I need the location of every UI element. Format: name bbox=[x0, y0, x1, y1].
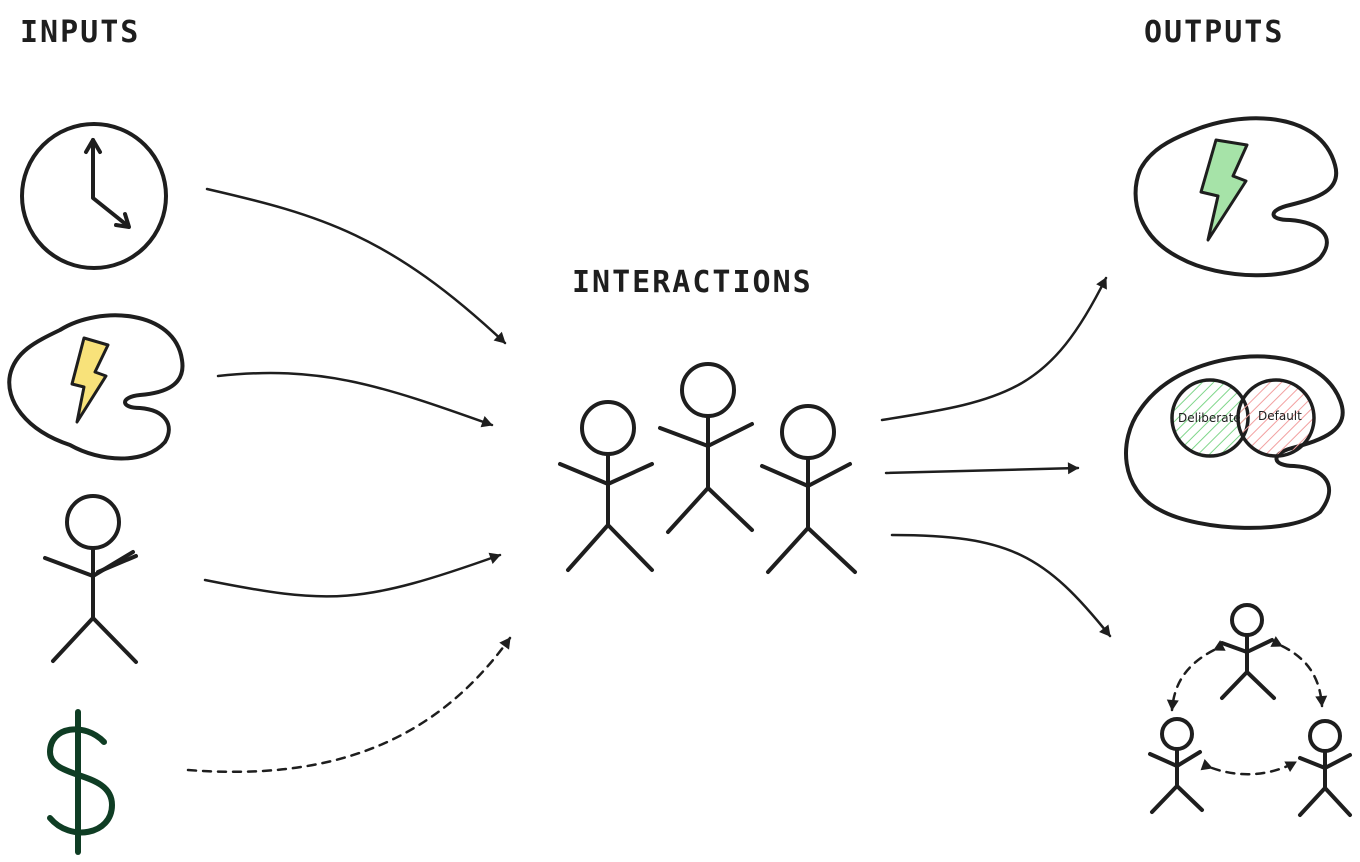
arrow-brain-to-interactions bbox=[216, 371, 494, 428]
arrow-interactions-to-brain-lightning bbox=[880, 276, 1108, 422]
dollar-icon bbox=[46, 709, 116, 855]
venn-circle-default bbox=[1236, 378, 1316, 458]
network-link-bottom bbox=[1200, 758, 1298, 776]
venn-label-deliberate: Deliberate bbox=[1178, 411, 1241, 425]
people-network-icon bbox=[1148, 603, 1352, 817]
person-icon bbox=[760, 404, 857, 574]
people-group-icon bbox=[558, 362, 857, 574]
arrow-person-to-interactions bbox=[203, 552, 502, 598]
arrow-clock-to-interactions bbox=[205, 187, 507, 345]
person-icon bbox=[1148, 717, 1204, 814]
person-icon bbox=[658, 362, 754, 534]
person-icon bbox=[43, 494, 138, 664]
brain-lightning-icon bbox=[1133, 116, 1339, 278]
person-icon bbox=[1298, 719, 1352, 817]
person-icon bbox=[1220, 603, 1276, 700]
arrow-interactions-to-network bbox=[890, 533, 1112, 638]
network-link-top-right bbox=[1270, 636, 1328, 708]
interactions-header: INTERACTIONS bbox=[572, 265, 813, 300]
brain-lightning-icon bbox=[7, 313, 185, 461]
inputs-header: INPUTS bbox=[20, 15, 140, 50]
arrow-interactions-to-brain-venn bbox=[884, 462, 1080, 475]
person-icon bbox=[558, 400, 654, 572]
brain-venn-icon: Deliberate Default bbox=[1124, 354, 1345, 530]
arrow-dollar-to-interactions bbox=[186, 636, 512, 774]
network-link-top-left bbox=[1166, 640, 1226, 712]
venn-label-default: Default bbox=[1258, 409, 1302, 423]
outputs-header: OUTPUTS bbox=[1144, 15, 1284, 50]
clock-icon bbox=[20, 122, 168, 270]
